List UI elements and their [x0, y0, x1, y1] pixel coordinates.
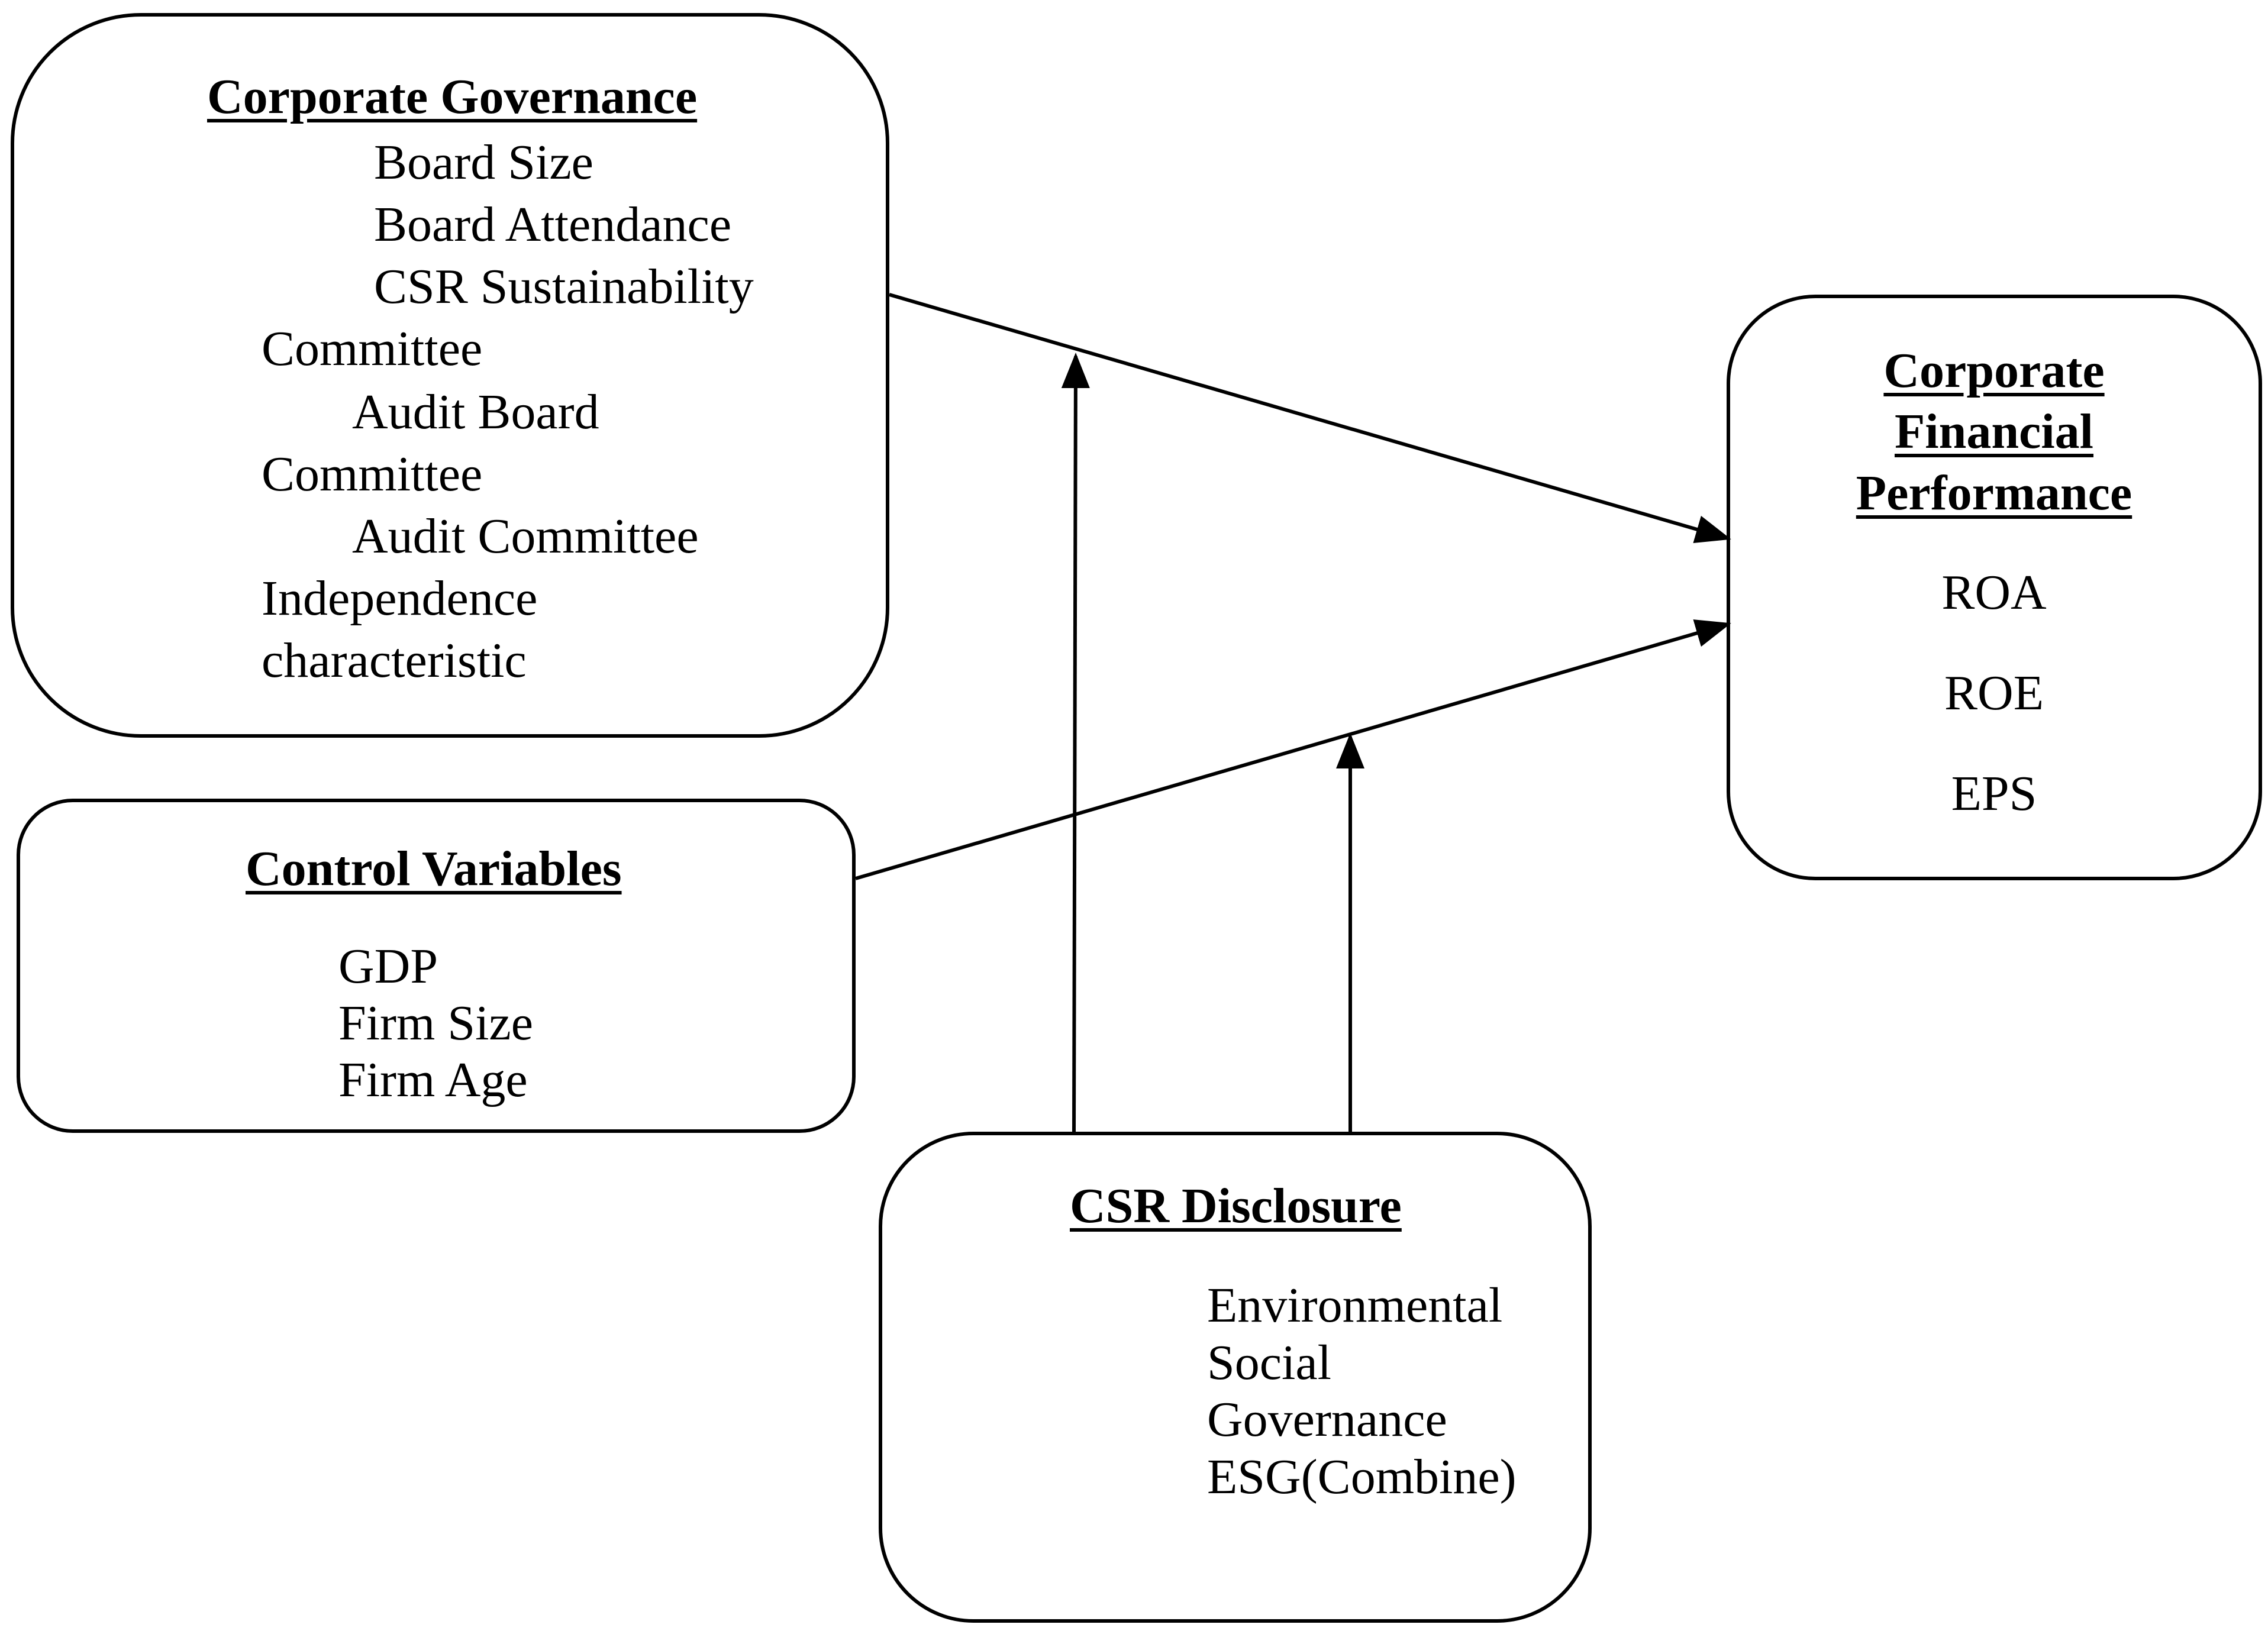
csr-disclosure-item: ESG(Combine) [1207, 1449, 1517, 1504]
control-variables-box [17, 799, 856, 1133]
financial-performance-item: EPS [1951, 766, 2037, 821]
csr-disclosure-item: Environmental [1207, 1278, 1503, 1333]
financial-performance-item: ROE [1944, 666, 2044, 721]
csr-disclosure-item: Social [1207, 1335, 1331, 1390]
control-variable-item: Firm Size [338, 996, 533, 1051]
control-variable-item: Firm Age [338, 1052, 528, 1107]
governance-item: Board Size [374, 135, 593, 190]
governance-item: Audit Committee [352, 509, 699, 564]
governance-to-performance-arrow [889, 293, 1731, 543]
corporate-governance-title: Corporate Governance [207, 69, 698, 124]
financial-performance-box [1727, 295, 2262, 880]
governance-item: CSR Sustainability [374, 259, 754, 314]
financial-performance-title-line: Financial [1894, 404, 2094, 459]
governance-item: Audit Board [352, 385, 599, 440]
csr-disclosure-item: Governance [1207, 1392, 1447, 1447]
governance-item: Board Attendance [374, 197, 732, 252]
control-variables-title: Control Variables [246, 841, 622, 896]
control-variable-item: GDP [338, 939, 438, 994]
financial-performance-title-line: Corporate [1883, 343, 2105, 398]
governance-item: Committee [262, 321, 483, 376]
csr-disclosure-box [879, 1132, 1592, 1623]
financial-performance-item: ROA [1941, 565, 2047, 620]
governance-item: Independence [262, 571, 538, 626]
csr-disclosure-title: CSR Disclosure [1070, 1178, 1402, 1233]
financial-performance-title-line: Performance [1856, 466, 2132, 521]
controls-to-performance-arrow [855, 619, 1731, 880]
governance-item: characteristic [262, 633, 527, 688]
corporate-governance-box [11, 13, 889, 738]
csr-moderation-arrow-1 [1061, 353, 1090, 1132]
governance-item: Committee [262, 447, 483, 502]
